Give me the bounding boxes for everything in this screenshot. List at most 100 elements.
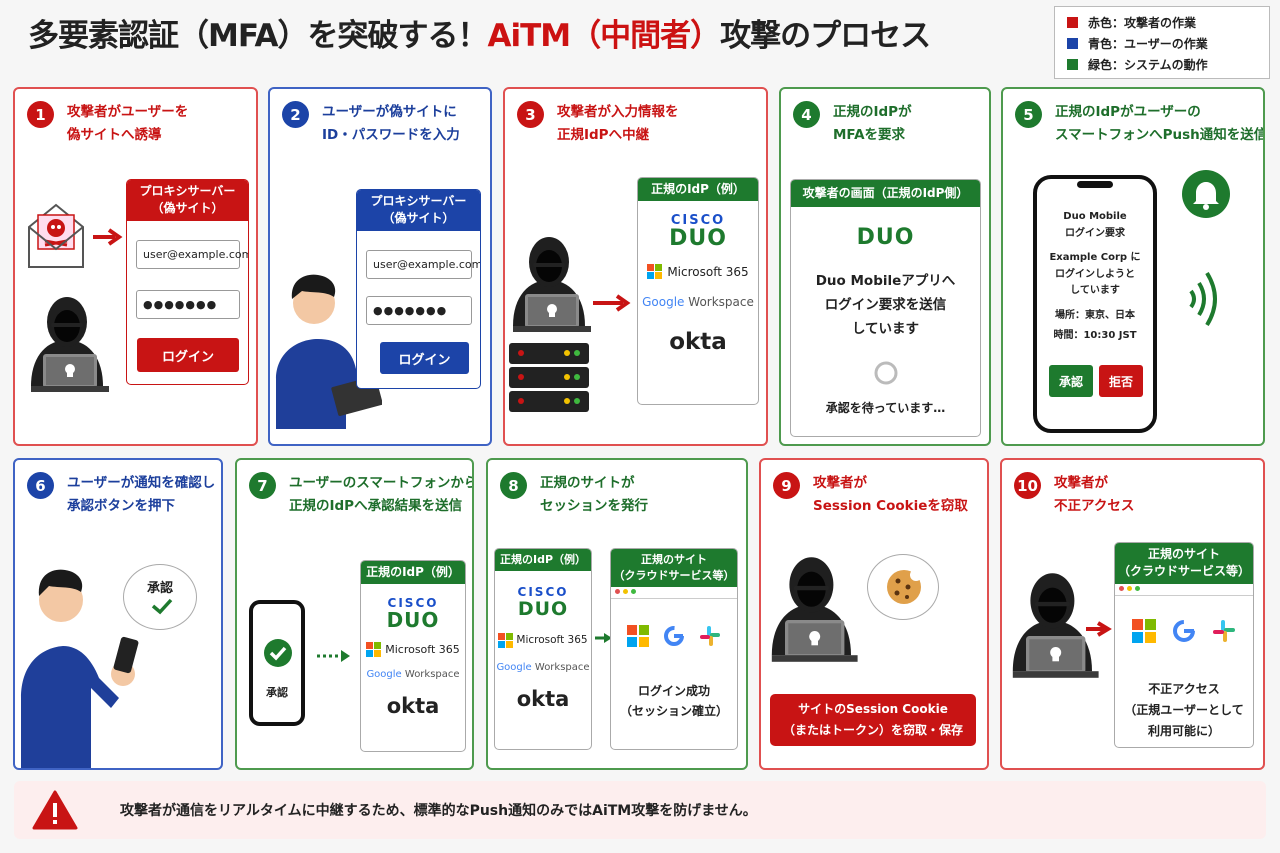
arrow-right-icon	[593, 294, 631, 312]
idp-box: 正規のIdP（例） CISCO DUO Microsoft 365 Google…	[360, 560, 466, 752]
legend-swatch-red	[1067, 17, 1078, 28]
step-number: 10	[1014, 472, 1041, 499]
legend-swatch-green	[1067, 59, 1078, 70]
step-number: 1	[27, 101, 54, 128]
warning-text: 攻撃者が通信をリアルタイムに中継するため、標準的なPush通知のみではAiTM攻…	[120, 803, 757, 819]
legit-site-box: 正規のサイト（クラウドサービス等） 不正アクセス（正規ユーザーとして利用可能に）	[1114, 542, 1254, 748]
attacker-icon	[771, 557, 858, 662]
okta-logo: okta	[669, 329, 727, 356]
legit-site-box: 正規のサイト（クラウドサービス等） ログイン成功（セッション確立）	[610, 548, 738, 750]
legend-item-blue: 青色：ユーザーの作業	[1067, 33, 1257, 54]
microsoft-365-logo: Microsoft 365	[638, 264, 758, 280]
idp-box: 正規のIdP（例） CISCO DUO Microsoft 365 Google…	[637, 177, 759, 405]
page-title: 多要素認証（MFA）を突破する！AiTM（中間者）攻撃のプロセス	[28, 10, 931, 55]
approve-speech-bubble: 承認	[123, 564, 197, 630]
smartphone: Duo Mobile ログイン要求 Example Corp に ログインしよう…	[1033, 175, 1157, 433]
slack-icon	[1213, 620, 1235, 642]
duo-logo: DUO	[856, 225, 915, 251]
browser-bar	[611, 587, 737, 599]
title-part-1: 多要素認証（MFA）を突破する！	[28, 18, 488, 54]
server-icon	[509, 343, 589, 412]
microsoft-icon	[627, 625, 649, 647]
idp-box: 正規のIdP（例） CISCO DUO Microsoft 365 Google…	[494, 548, 592, 750]
duo-logo: DUO	[386, 608, 440, 633]
user-with-phone-icon	[21, 569, 139, 768]
microsoft-icon	[1132, 619, 1156, 643]
cookie-speech-bubble	[867, 554, 939, 620]
cookie-icon	[887, 569, 922, 604]
step-number: 5	[1015, 101, 1042, 128]
deny-button[interactable]: 拒否	[1099, 365, 1143, 397]
cisco-logo: CISCO	[670, 213, 726, 229]
microsoft-icon	[366, 642, 382, 658]
google-workspace-logo: Google Workspace	[366, 669, 460, 681]
arrow-right-icon	[93, 228, 123, 246]
microsoft-icon	[498, 632, 514, 648]
attacker-icon	[513, 237, 591, 332]
password-field[interactable]: ●●●●●●●	[366, 296, 472, 325]
slack-icon	[700, 626, 720, 646]
attacker-icon	[31, 297, 109, 392]
microsoft-365-logo: Microsoft 365	[361, 642, 465, 658]
okta-logo: okta	[386, 694, 440, 719]
login-button[interactable]: ログイン	[137, 338, 239, 372]
legend: 赤色：攻撃者の作業 青色：ユーザーの作業 緑色：システムの動作	[1054, 6, 1270, 79]
google-workspace-logo: Google Workspace	[642, 295, 754, 310]
duo-logo: DUO	[669, 226, 727, 252]
dotted-arrow-right-icon	[317, 650, 350, 662]
duo-logo: DUO	[517, 597, 569, 620]
user-icon	[276, 274, 382, 429]
arrow-right-icon	[595, 633, 612, 643]
legend-swatch-blue	[1067, 38, 1078, 49]
cisco-logo: CISCO	[387, 596, 439, 611]
browser-bar	[1115, 584, 1253, 596]
approve-button[interactable]: 承認	[1049, 365, 1093, 397]
step-number: 4	[793, 101, 820, 128]
bell-icon	[1182, 170, 1230, 218]
proxy-server-box: プロキシサーバー（偽サイト） user@example.com ●●●●●●● …	[126, 179, 249, 385]
step-number: 9	[773, 472, 800, 499]
arrow-right-icon	[1086, 621, 1112, 637]
step-number: 2	[282, 101, 309, 128]
signal-waves-icon	[1189, 271, 1217, 327]
proxy-server-box: プロキシサーバー（偽サイト） user@example.com ●●●●●●● …	[356, 189, 481, 389]
okta-logo: okta	[516, 686, 570, 711]
step-number: 6	[27, 472, 54, 499]
microsoft-365-logo: Microsoft 365	[495, 632, 591, 648]
phishing-mail-icon	[28, 203, 84, 268]
attacker-screen-box: 攻撃者の画面（正規のIdP側） DUO Duo Mobileアプリへ ログイン要…	[790, 179, 981, 437]
stolen-cookie-label: サイトのSession Cookie （またはトークン）を窃取・保存	[770, 694, 976, 746]
password-field[interactable]: ●●●●●●●	[136, 290, 240, 319]
warning-icon	[32, 790, 78, 830]
legend-item-red: 赤色：攻撃者の作業	[1067, 12, 1257, 33]
email-field[interactable]: user@example.com	[136, 240, 248, 269]
smartphone: 承認	[249, 600, 305, 726]
checkmark-icon	[151, 598, 173, 615]
microsoft-icon	[647, 264, 663, 280]
title-part-aitm: AiTM（中間者）	[487, 18, 721, 54]
title-part-3: 攻撃のプロセス	[720, 18, 931, 54]
cisco-logo: CISCO	[517, 584, 569, 599]
step-number: 7	[249, 472, 276, 499]
google-workspace-logo: Google Workspace	[496, 661, 590, 673]
login-button[interactable]: ログイン	[380, 342, 469, 374]
step-number: 3	[517, 101, 544, 128]
loading-spinner-icon	[874, 361, 898, 385]
email-field[interactable]: user@example.com	[366, 250, 480, 279]
approved-check-icon	[264, 639, 292, 667]
legend-item-green: 緑色：システムの動作	[1067, 54, 1257, 75]
google-icon	[664, 626, 684, 646]
google-icon	[1173, 620, 1195, 642]
warning-banner: 攻撃者が通信をリアルタイムに中継するため、標準的なPush通知のみではAiTM攻…	[14, 781, 1266, 839]
step-number: 8	[500, 472, 527, 499]
